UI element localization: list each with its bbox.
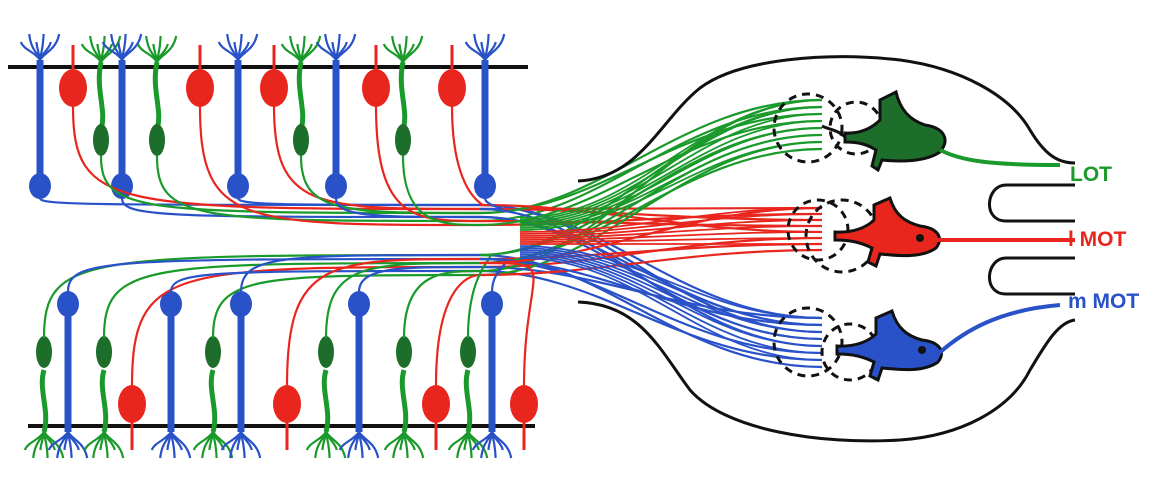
neuron-process bbox=[42, 370, 45, 432]
dendrite-tuft bbox=[307, 432, 345, 458]
lower-neuron-green-11 bbox=[385, 336, 423, 458]
dendrite-tuft bbox=[317, 34, 355, 60]
neuron-soma bbox=[149, 124, 165, 156]
neuron-soma bbox=[325, 173, 347, 199]
neuron-soma bbox=[227, 173, 249, 199]
upper-neuron-red-11 bbox=[362, 45, 390, 107]
axon-upper-3 bbox=[101, 100, 822, 213]
neuron-process bbox=[99, 62, 102, 130]
upper-neuron-blue-10 bbox=[317, 34, 355, 199]
neuron-process bbox=[466, 370, 469, 432]
dendrite-tuft bbox=[385, 432, 423, 458]
neuron-process bbox=[324, 370, 327, 432]
dendrite-tuft bbox=[49, 432, 87, 458]
upper-neuron-blue-4 bbox=[103, 34, 141, 199]
lower-neuron-red-8 bbox=[273, 385, 301, 450]
olfactory-bulb-outline bbox=[578, 57, 1075, 441]
neuron-soma bbox=[57, 291, 79, 317]
upper-neuron-blue-1 bbox=[21, 34, 59, 199]
neuron-soma bbox=[438, 69, 466, 107]
lower-neuron-green-3 bbox=[85, 336, 123, 458]
neuron-soma bbox=[293, 124, 309, 156]
neuron-process bbox=[299, 62, 302, 130]
lower-neuron-blue-2 bbox=[49, 291, 87, 458]
upper-neuron-green-9 bbox=[282, 36, 320, 156]
neuron-process bbox=[211, 370, 214, 432]
neuron-soma bbox=[36, 336, 52, 368]
upper-neuron-red-13 bbox=[438, 45, 466, 107]
neuron-process bbox=[401, 62, 404, 130]
neuron-soma bbox=[474, 173, 496, 199]
upper-neuron-red-6 bbox=[186, 45, 214, 107]
lower-neuron-blue-5 bbox=[152, 291, 190, 458]
dendrite-tuft bbox=[222, 432, 260, 458]
dendrite-tuft bbox=[85, 432, 123, 458]
dendrite-tuft bbox=[384, 36, 422, 62]
dendrite-tuft bbox=[21, 34, 59, 60]
mmot-label: m MOT bbox=[1068, 290, 1139, 313]
neuron-soma bbox=[260, 69, 288, 107]
dendrite-tuft bbox=[282, 36, 320, 62]
neuron-soma bbox=[205, 336, 221, 368]
neuron-soma bbox=[96, 336, 112, 368]
neuron-soma bbox=[481, 291, 503, 317]
lower-neuron-red-15 bbox=[510, 385, 538, 450]
neuron-soma bbox=[396, 336, 412, 368]
dendrite-tuft bbox=[466, 34, 504, 60]
dendrite-tuft bbox=[340, 432, 378, 458]
neuron-soma bbox=[395, 124, 411, 156]
neuron-soma bbox=[510, 385, 538, 423]
dendrite-tuft bbox=[219, 34, 257, 60]
dendrite-tuft bbox=[138, 36, 176, 62]
lower-neuron-red-4 bbox=[118, 385, 146, 450]
neuron-soma bbox=[93, 124, 109, 156]
neuron-soma bbox=[318, 336, 334, 368]
lower-neuron-blue-7 bbox=[222, 291, 260, 458]
dendrite-tuft bbox=[103, 34, 141, 60]
neuron-soma bbox=[362, 69, 390, 107]
lower-neuron-blue-14 bbox=[473, 291, 511, 458]
lower-neuron-green-6 bbox=[194, 336, 232, 458]
neuron-soma bbox=[348, 291, 370, 317]
upper-neuron-green-12 bbox=[384, 36, 422, 156]
neuron-soma bbox=[186, 69, 214, 107]
axon-fan-green-3 bbox=[520, 114, 822, 222]
upper-neuron-blue-7 bbox=[219, 34, 257, 199]
lower-neuron-green-1 bbox=[25, 336, 63, 458]
neuron-soma bbox=[273, 385, 301, 423]
upper-neuron-red-2 bbox=[59, 45, 87, 107]
mmot-mitral-cell bbox=[837, 305, 1060, 380]
neuron-process bbox=[102, 370, 105, 432]
lmot-label: l MOT bbox=[1068, 228, 1126, 251]
axon-lower-8 bbox=[287, 244, 822, 386]
upper-neuron-green-5 bbox=[138, 36, 176, 156]
lower-loop-outline bbox=[989, 258, 1075, 294]
neuron-process bbox=[402, 370, 405, 432]
neuron-process bbox=[155, 62, 158, 130]
lmot-mitral-cell bbox=[835, 198, 1075, 266]
upper-neuron-blue-14 bbox=[466, 34, 504, 199]
neuron-soma bbox=[29, 173, 51, 199]
lower-neuron-green-9 bbox=[307, 336, 345, 458]
lot-label: LOT bbox=[1070, 163, 1112, 186]
lower-neuron-green-13 bbox=[449, 336, 487, 458]
lower-neuron-layer bbox=[25, 291, 538, 458]
neuron-soma bbox=[422, 385, 450, 423]
lower-neuron-blue-10 bbox=[340, 291, 378, 458]
lot-mitral-cell bbox=[822, 92, 1060, 170]
axon-lower-6 bbox=[213, 142, 822, 338]
lower-neuron-red-12 bbox=[422, 385, 450, 450]
dendrite-tuft bbox=[82, 36, 120, 62]
neuron-soma bbox=[118, 385, 146, 423]
neuron-soma bbox=[460, 336, 476, 368]
upper-loop-outline bbox=[989, 185, 1075, 221]
neuron-soma bbox=[230, 291, 252, 317]
dendrite-tuft bbox=[152, 432, 190, 458]
neuron-soma bbox=[59, 69, 87, 107]
upper-neuron-red-8 bbox=[260, 45, 288, 107]
dendrite-tuft bbox=[473, 432, 511, 458]
